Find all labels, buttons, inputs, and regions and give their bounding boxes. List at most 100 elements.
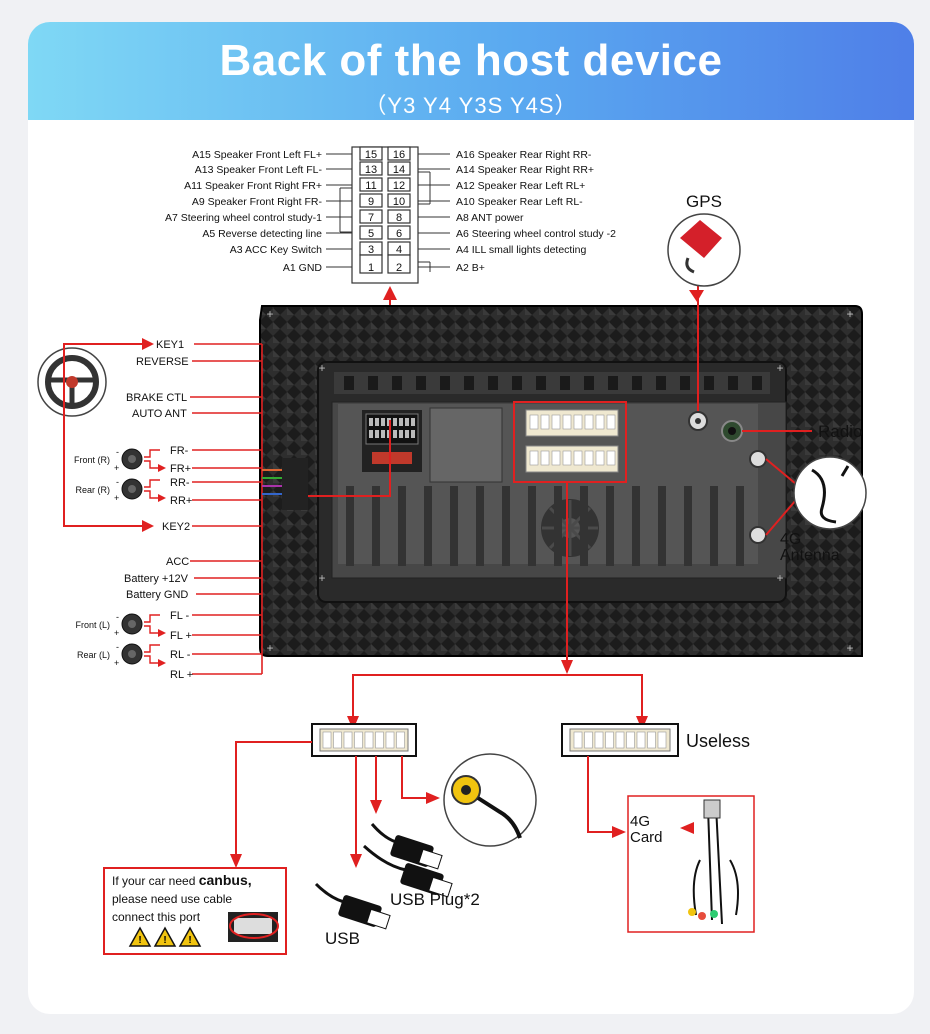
pin-box [359, 161, 383, 176]
speaker-label-front_r: Front (R) [74, 455, 110, 465]
wire-label-brake: BRAKE CTL [126, 392, 187, 404]
svg-text:If your car need canbus,: If your car need canbus, [112, 872, 252, 888]
speaker-label-rear_r: Rear (R) [75, 485, 110, 495]
wire-label-rl_plus: RL + [170, 669, 193, 681]
pin-box [387, 193, 411, 208]
heat-fin [554, 486, 562, 566]
vent-slots [344, 376, 762, 390]
pin-label-left: A1 GND [283, 262, 323, 274]
heat-fin [476, 486, 484, 566]
heat-fin [710, 486, 718, 566]
pin-box [387, 225, 411, 240]
usb-label: USB [325, 929, 360, 948]
fuse-block [372, 452, 412, 464]
canbus-line2: please need use cable [112, 892, 232, 906]
heat-fin [606, 486, 614, 566]
4g-wire-1 [765, 458, 797, 485]
usb-icon [314, 882, 391, 930]
harness-plug [282, 458, 308, 510]
pin-bracket-right [418, 171, 431, 205]
rca-wire [401, 756, 436, 799]
pin-label-right: A14 Speaker Rear Right RR+ [456, 164, 594, 176]
header-banner: Back of the host device （Y3 Y4 Y3S Y4S） [28, 22, 914, 120]
plus-sign: + [114, 463, 119, 473]
pin-label-left: A9 Speaker Front Right FR- [192, 196, 323, 208]
steering-wheel-icon [37, 347, 107, 417]
wire-label-fl_plus: FL + [170, 630, 192, 642]
pin-number: 5 [368, 228, 374, 240]
pin-number: 8 [396, 212, 402, 224]
steering-wire-key2 [63, 348, 150, 527]
pin-label-right: A12 Speaker Rear Left RL+ [456, 180, 585, 192]
antenna-4g-label: 4G [780, 531, 801, 548]
pin-label-left: A15 Speaker Front Left FL+ [192, 149, 322, 161]
heat-fin [528, 486, 536, 566]
pin-label-left: A7 Steering wheel control study-1 [165, 212, 322, 224]
wire-label-rr_minus: RR- [170, 477, 190, 489]
pin-number: 13 [365, 164, 377, 176]
pin-label-right: A6 Steering wheel control study -2 [456, 228, 616, 240]
pin-label-right: A16 Speaker Rear Right RR- [456, 149, 592, 161]
center-module [429, 407, 503, 483]
pin-number: 3 [368, 244, 374, 256]
wire-label-fr_minus: FR- [170, 445, 189, 457]
pin-box [359, 225, 383, 240]
screw-icon: + [318, 571, 325, 585]
4g-port-1 [749, 450, 767, 468]
pin-box [359, 254, 383, 274]
wire-label-key2: KEY2 [162, 521, 190, 533]
wire-label-key1: KEY1 [156, 339, 184, 351]
wire-label-fr_plus: FR+ [170, 463, 191, 475]
pin-box [387, 209, 411, 224]
pin-number: 14 [393, 164, 405, 176]
svg-text:!: ! [163, 935, 166, 946]
minus-sign: - [116, 477, 119, 487]
4g-wire-2 [765, 499, 797, 536]
wire-label-reverse: REVERSE [136, 356, 189, 368]
plus-sign: + [114, 628, 119, 638]
pin-box [359, 177, 383, 192]
pin-number: 2 [396, 262, 402, 274]
radio-label: Radio [818, 422, 862, 441]
heat-fin [372, 486, 380, 566]
speaker-label-rear_l: Rear (L) [77, 650, 110, 660]
screw-icon: + [266, 307, 273, 321]
pin-label-right: A10 Speaker Rear Left RL- [456, 196, 583, 208]
pin-label-right: A8 ANT power [456, 212, 524, 224]
radio-antenna [793, 456, 867, 530]
pin-box [387, 254, 411, 274]
wire-iso-to-left [308, 420, 391, 497]
screw-icon: + [318, 361, 325, 375]
pin-box [359, 193, 383, 208]
canbus-line1-pre: If your car need [112, 874, 199, 888]
plus-sign: + [114, 658, 119, 668]
gps-arrow [689, 290, 704, 302]
4g-card-wire [587, 756, 622, 833]
canbus-line3: connect this port [112, 910, 201, 924]
pin-number: 1 [368, 262, 374, 274]
usb-plug-icons [362, 823, 453, 898]
4g-port-2 [749, 526, 767, 544]
pin-bracket-b [418, 261, 431, 272]
pin-number: 11 [365, 180, 376, 192]
pin-number: 4 [396, 244, 402, 256]
pin-box [387, 177, 411, 192]
screw-icon: + [266, 641, 273, 655]
heat-fin [684, 486, 692, 566]
heat-fin [398, 486, 406, 566]
pin-number: 6 [396, 228, 402, 240]
pin-label-right: A2 B+ [456, 262, 485, 274]
pin-box [387, 146, 411, 161]
screw-icon: + [846, 641, 853, 655]
heat-fin [424, 486, 432, 566]
screw-icon: + [776, 361, 783, 375]
usb-plug-label: USB Plug*2 [390, 890, 480, 909]
pin-label-left: A13 Speaker Front Left FL- [195, 164, 323, 176]
pin-label-right: A4 ILL small lights detecting [456, 244, 587, 256]
canbus-line1-bold: canbus, [199, 872, 252, 888]
heat-fin [632, 486, 640, 566]
pin-label-left: A5 Reverse detecting line [202, 228, 322, 240]
pin-box [359, 146, 383, 161]
